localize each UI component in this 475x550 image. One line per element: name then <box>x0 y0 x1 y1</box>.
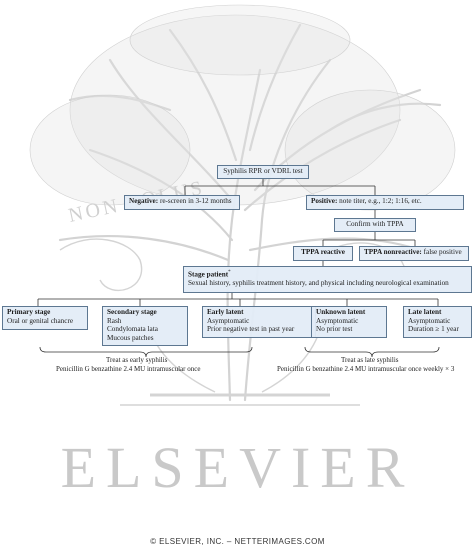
box-tppa-reactive: TPPA reactive <box>293 246 353 261</box>
tppa-nonreactive-text: false positive <box>421 248 462 256</box>
late-latent-title: Late latent <box>408 308 442 316</box>
primary-stage-title: Primary stage <box>7 308 51 316</box>
negative-text: re-screen in 3-12 months <box>158 197 232 205</box>
box-stage-patient: Stage patient* Sexual history, syphilis … <box>183 266 472 293</box>
positive-text: note titer, e.g., 1:2; 1:16, etc. <box>337 197 422 205</box>
box-positive: Positive: note titer, e.g., 1:2; 1:16, e… <box>306 195 464 210</box>
early-latent-line-1: Asymptomatic <box>207 316 250 325</box>
treat-late-label: Treat as late syphilis <box>341 356 399 364</box>
unknown-latent-line-1: Asymptomatic <box>316 316 359 325</box>
secondary-stage-line-2: Condylomata lata <box>107 325 158 334</box>
box-confirm-tppa: Confirm with TPPA <box>334 218 416 232</box>
tppa-reactive-label: TPPA reactive <box>301 248 345 256</box>
positive-label: Positive: <box>311 197 338 205</box>
box-syphilis-test-text: Syphilis RPR or VDRL test <box>223 167 303 175</box>
box-unknown-latent: Unknown latent Asymptomatic No prior tes… <box>311 306 387 338</box>
box-secondary-stage: Secondary stage Rash Condylomata lata Mu… <box>102 306 188 346</box>
footer-copyright: © ELSEVIER, INC. – NETTERIMAGES.COM <box>150 537 325 546</box>
treat-late-regimen: Penicillin G benzathine 2.4 MU intramusc… <box>277 365 455 373</box>
box-syphilis-test: Syphilis RPR or VDRL test <box>217 165 309 179</box>
box-tppa-nonreactive: TPPA nonreactive: false positive <box>359 246 469 261</box>
early-latent-line-2: Prior negative test in past year <box>207 325 295 334</box>
treat-early-regimen: Penicillin G benzathine 2.4 MU intramusc… <box>56 365 201 373</box>
unknown-latent-line-2: No prior test <box>316 325 353 334</box>
negative-label: Negative: <box>129 197 159 205</box>
tppa-nonreactive-label: TPPA nonreactive: <box>364 248 422 256</box>
late-latent-line-2: Duration ≥ 1 year <box>408 325 459 334</box>
box-late-latent: Late latent Asymptomatic Duration ≥ 1 ye… <box>403 306 472 338</box>
box-primary-stage: Primary stage Oral or genital chancre <box>2 306 88 330</box>
confirm-tppa-text: Confirm with TPPA <box>346 220 404 228</box>
stage-patient-label: Stage patient <box>188 270 229 279</box>
stage-patient-sup: * <box>228 270 231 275</box>
box-negative: Negative: re-screen in 3-12 months <box>124 195 240 210</box>
secondary-stage-line-3: Mucous patches <box>107 333 154 342</box>
late-latent-line-1: Asymptomatic <box>408 316 451 325</box>
secondary-stage-title: Secondary stage <box>107 308 157 316</box>
unknown-latent-title: Unknown latent <box>316 308 366 316</box>
stage-patient-text: Sexual history, syphilis treatment histo… <box>188 278 449 287</box>
watermark-brand: ELSEVIER <box>60 435 415 500</box>
primary-stage-line-1: Oral or genital chancre <box>7 316 74 325</box>
secondary-stage-line-1: Rash <box>107 316 122 325</box>
treat-early-label: Treat as early syphilis <box>106 356 168 364</box>
box-early-latent: Early latent Asymptomatic Prior negative… <box>202 306 316 338</box>
early-latent-title: Early latent <box>207 308 244 316</box>
